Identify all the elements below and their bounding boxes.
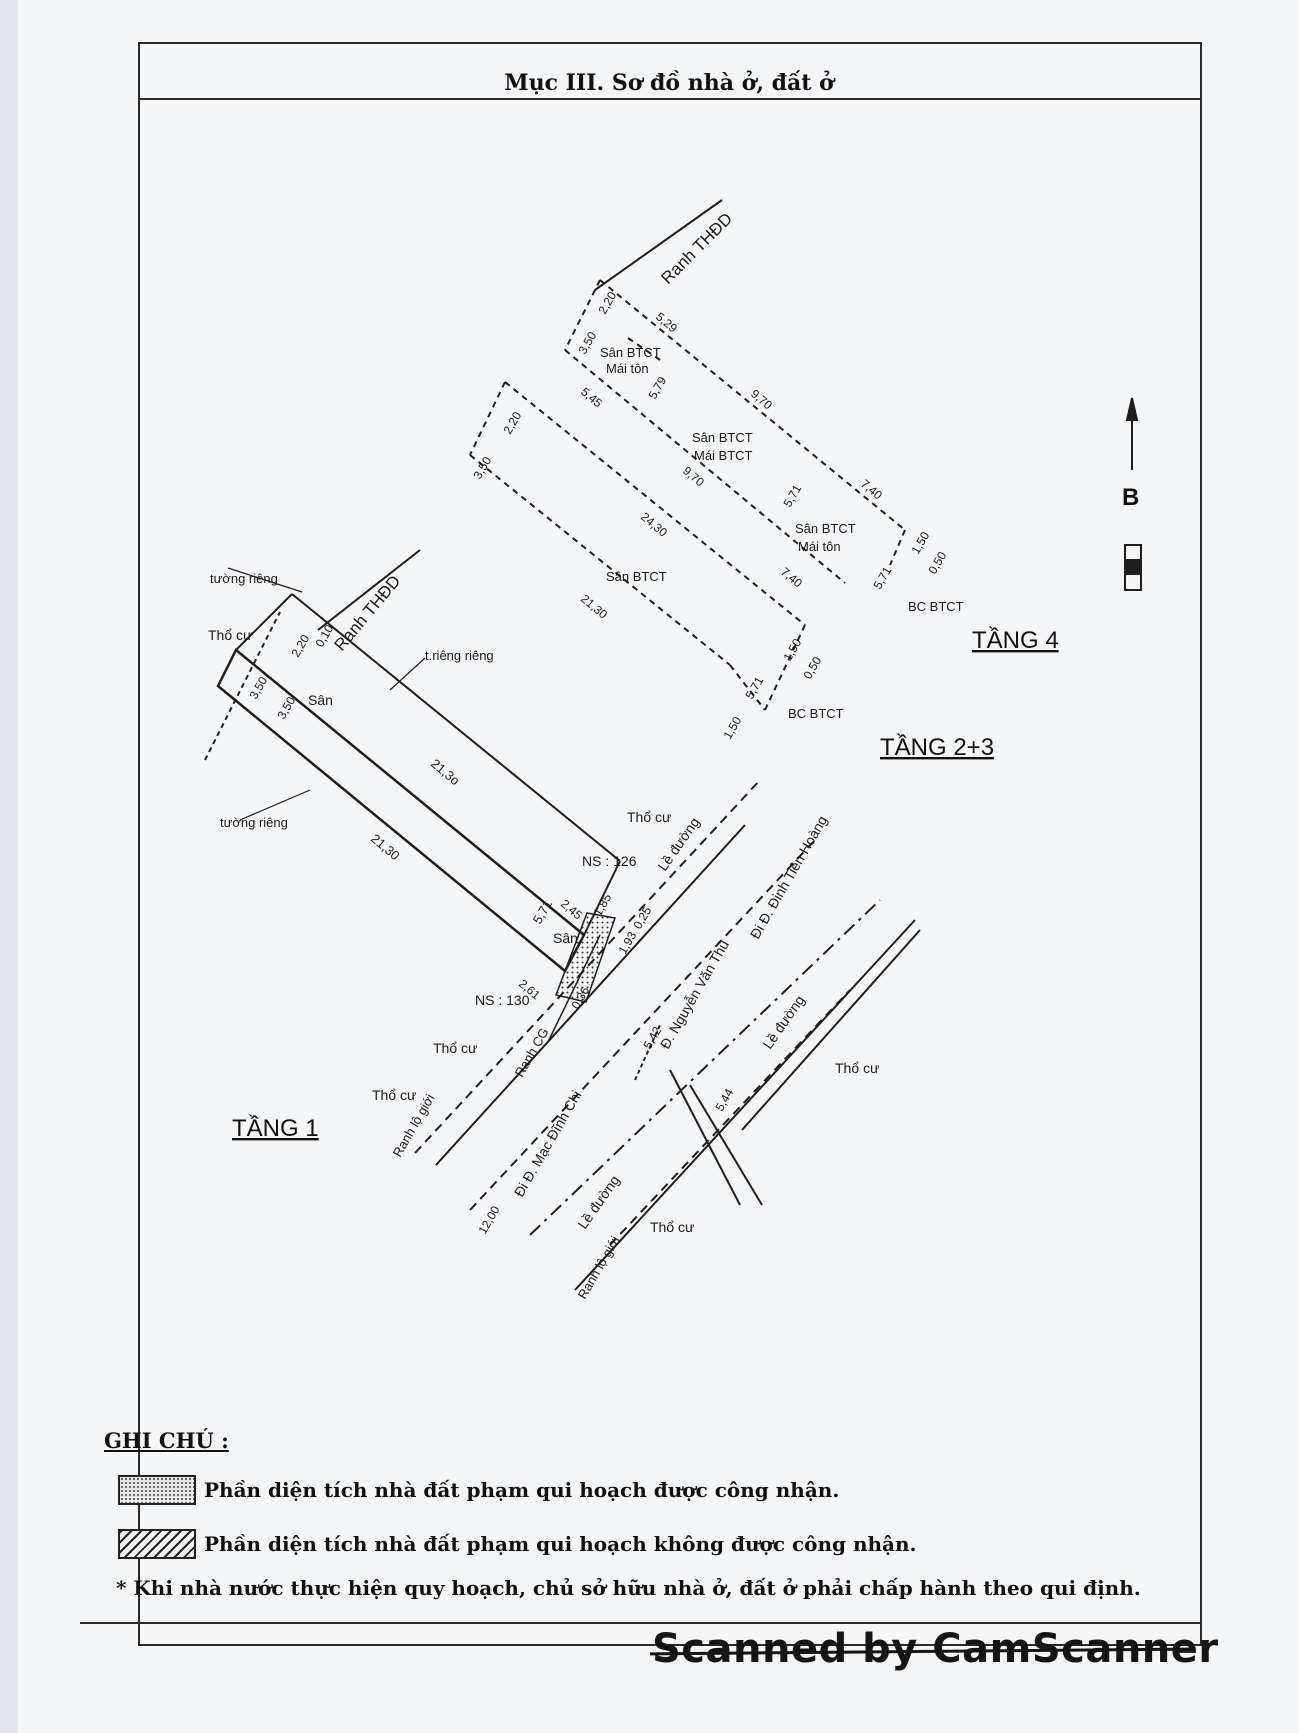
dim-front-220: 2,20: [288, 632, 312, 660]
label-tuong-rieng-top: tường riêng: [210, 571, 278, 586]
label-tho-cu-ns126: Thổ cư: [627, 809, 671, 825]
dim-4-579: 5,79: [645, 374, 669, 402]
label-mai-ton-rear: Mái tôn: [606, 361, 649, 376]
label-to-mac-dinh-chi: Đi Đ. Mạc Đĩnh Chi: [511, 1088, 585, 1200]
label-tho-cu-ns130: Thổ cư: [433, 1040, 477, 1056]
footnote: * Khi nhà nước thực hiện quy hoạch, chủ …: [116, 1576, 1141, 1600]
section-title: Mục III. Sơ đồ nhà ở, đất ở: [504, 70, 834, 96]
leader-line: [227, 567, 303, 593]
ranh-thdd-lines: [317, 199, 723, 631]
north-label: B: [1122, 484, 1139, 511]
north-arrow-icon: [1124, 397, 1142, 591]
legend-recognized-text: Phần diện tích nhà đất phạm qui hoạch đư…: [204, 1478, 840, 1502]
label-san-btct-front: Sân BTCT: [795, 521, 856, 536]
dotted-swatch: [118, 1475, 196, 1505]
dim-floor1-length-bottom: 21,30: [368, 831, 403, 863]
paper-sheet: [18, 0, 1299, 1733]
dim-4-571-b: 5,71: [870, 564, 894, 592]
dim-23-150-b: 1,50: [720, 714, 744, 742]
label-mai-btct-mid: Mái BTCT: [694, 448, 753, 463]
label-san-btct-rear: Sân BTCT: [600, 345, 661, 360]
floor1-plan-area: [554, 912, 616, 1003]
label-tho-cu-left: Thổ cư: [208, 627, 252, 643]
floor4-outline: [564, 279, 906, 584]
label-ranh-thdd-upper: Ranh THĐD: [657, 209, 736, 288]
label-ranh-thdd-lower: Ranh THĐD: [331, 572, 405, 655]
dim-4-529: 5,29: [653, 310, 680, 336]
label-mai-ton-front: Mái tôn: [798, 539, 841, 554]
road-lines: [414, 779, 921, 1291]
dim-23-150: 1,50: [780, 636, 804, 664]
label-tho-cu-bottom: Thổ cư: [650, 1219, 694, 1235]
label-tuong-rieng-bottom: tường riêng: [220, 815, 288, 830]
label-bc-btct-4: BC BTCT: [908, 599, 964, 614]
dim-23-571: 5,71: [742, 674, 766, 702]
dim-4-740-top: 7,40: [858, 477, 885, 503]
floor4-label: TẦNG 4: [972, 626, 1059, 654]
document-frame: [138, 42, 1202, 1646]
dim-23-220: 2,20: [500, 409, 524, 437]
dim-4-220: 2,20: [595, 289, 619, 317]
legend-recognized: Phần diện tích nhà đất phạm qui hoạch đư…: [118, 1472, 839, 1508]
label-to-dinh-tien-hoang: Đi Đ. Đinh Tiên Hoàng: [747, 813, 831, 942]
label-le-duong-3: Lề đường: [574, 1172, 622, 1231]
dim-23-2430: 24,30: [638, 510, 670, 540]
dim-1200: 12,00: [475, 1203, 502, 1236]
hatched-swatch: [118, 1529, 196, 1559]
label-ranh-lo-gioi-2: Ranh lộ giới: [575, 1233, 623, 1301]
dim-23-2130: 21,30: [578, 592, 610, 622]
label-ranh-cg: Ranh CG: [512, 1025, 552, 1079]
leader-line: [389, 657, 426, 691]
legend-not-recognized: Phần diện tích nhà đất phạm qui hoạch kh…: [118, 1526, 917, 1562]
dim-4-970-top: 9,70: [748, 387, 775, 413]
dim-544: 5,44: [712, 1086, 736, 1114]
floor23-outline: [469, 381, 806, 711]
dim-185: 1,85: [590, 891, 614, 919]
header-divider: [138, 98, 1200, 100]
label-san-front: Sân: [308, 692, 333, 708]
label-ns130: NS : 130: [475, 992, 530, 1008]
dim-floor1-width: 5,71: [530, 897, 556, 926]
label-street-nguyen-van-thu: Đ. Nguyễn Văn Thủ: [657, 937, 732, 1051]
dim-front-350-a: 3,50: [246, 674, 270, 702]
floor23-label: TẦNG 2+3: [880, 733, 994, 761]
dim-4-970-bottom: 9,70: [680, 464, 707, 490]
camscanner-watermark: Scanned by CamScanner: [652, 1626, 1219, 1672]
dim-4-050: 0,50: [925, 549, 949, 577]
dim-4-545: 5,45: [578, 385, 605, 411]
label-ns126: NS : 126: [582, 853, 637, 869]
dim-4-350: 3,50: [575, 329, 599, 357]
floor1-label: TẦNG 1: [232, 1114, 319, 1142]
dim-floor1-length-top: 21,3o: [428, 756, 463, 788]
dim-4-571-a: 5,71: [780, 482, 804, 510]
label-tho-cu-lower: Thổ cư: [372, 1087, 416, 1103]
dim-193: 1,93: [615, 929, 639, 957]
label-san-btct-23: Sân BTCT: [606, 569, 667, 584]
notes-heading: GHI CHÚ :: [104, 1428, 229, 1453]
legend-not-recognized-text: Phần diện tích nhà đất phạm qui hoạch kh…: [204, 1532, 917, 1556]
dim-23-050: 0,50: [800, 654, 824, 682]
dim-4-740-bottom: 7,40: [778, 565, 805, 591]
footer-divider: [80, 1622, 1200, 1624]
dim-4-150: 1,50: [908, 529, 932, 557]
label-bc-btct-23: BC BTCT: [788, 706, 844, 721]
leader-line: [239, 789, 311, 821]
label-t-rieng: t.riêng riêng: [425, 648, 494, 663]
label-san-btct-mid: Sân BTCT: [692, 430, 753, 445]
label-san-rear: Sân: [553, 930, 578, 946]
label-tho-cu-right: Thổ cư: [835, 1060, 879, 1076]
